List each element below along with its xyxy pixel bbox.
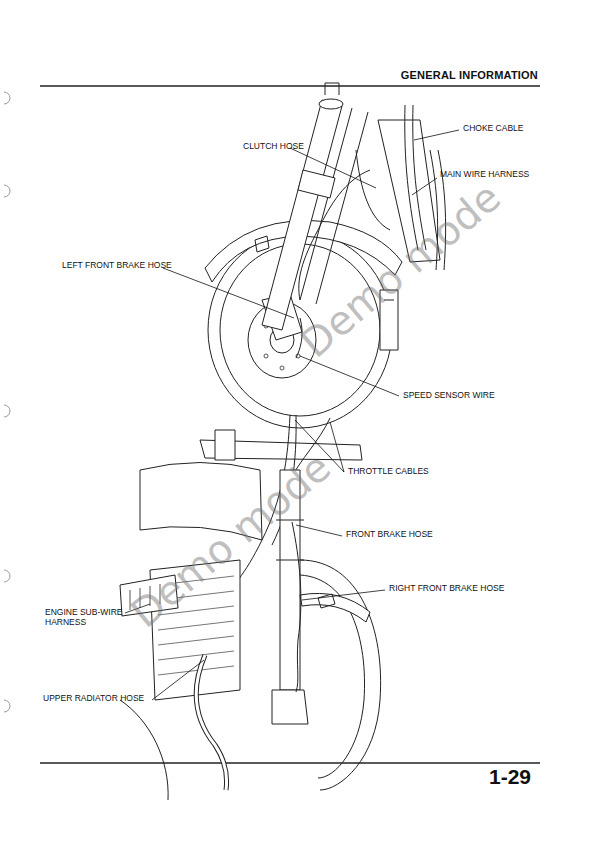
part-label: MAIN WIRE HARNESS — [440, 170, 529, 180]
part-label: FRONT BRAKE HOSE — [346, 530, 433, 540]
part-label: UPPER RADIATOR HOSE — [43, 694, 144, 704]
part-label: ENGINE SUB-WIRE HARNESS — [45, 608, 127, 628]
part-label: LEFT FRONT BRAKE HOSE — [62, 261, 172, 271]
part-label: CLUTCH HOSE — [243, 142, 304, 152]
part-label: THROTTLE CABLES — [348, 467, 429, 477]
part-label: RIGHT FRONT BRAKE HOSE — [389, 584, 504, 594]
part-label: CHOKE CABLE — [463, 124, 523, 134]
page-number: 1-29 — [489, 765, 531, 789]
part-label: SPEED SENSOR WIRE — [403, 391, 495, 401]
running-header: GENERAL INFORMATION — [401, 69, 538, 82]
